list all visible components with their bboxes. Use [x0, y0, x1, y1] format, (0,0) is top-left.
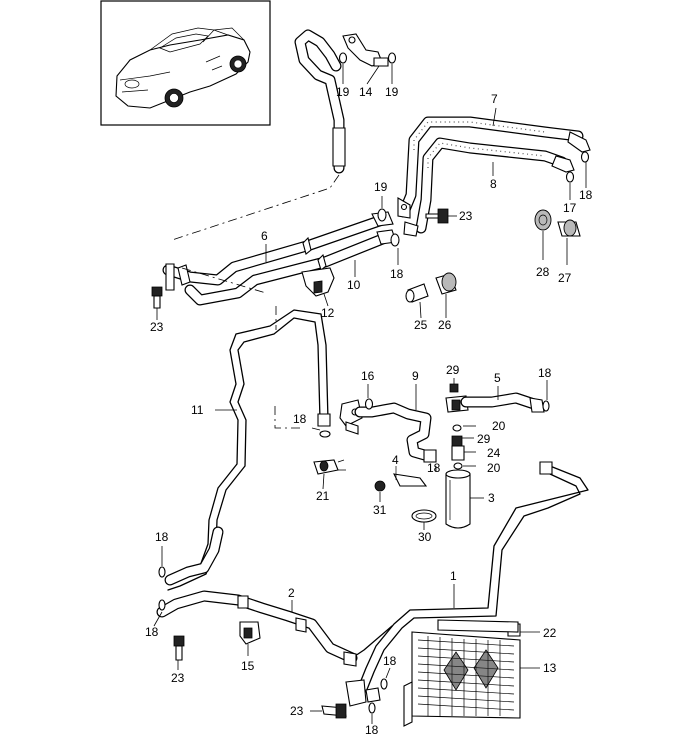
bracket-12 — [301, 267, 335, 307]
line-2 — [156, 590, 393, 667]
callout-19-b: 19 — [385, 85, 399, 99]
callout-10: 10 — [347, 278, 361, 292]
callout-16: 16 — [361, 369, 375, 383]
valve-parts-25-26 — [405, 272, 457, 319]
callout-5: 5 — [494, 371, 501, 385]
callout-29-b: 29 — [477, 432, 491, 446]
line-9 — [339, 384, 437, 472]
drier-bracket-4-30-31 — [374, 466, 437, 530]
callout-27: 27 — [558, 271, 572, 285]
callout-3: 3 — [488, 491, 495, 505]
callout-18-i: 18 — [365, 723, 379, 737]
callout-18-a: 18 — [579, 188, 593, 202]
vehicle-thumbnail — [100, 0, 271, 126]
callout-29-a: 29 — [446, 363, 460, 377]
line-11 — [164, 306, 331, 591]
valve-parts-27-28 — [534, 209, 581, 265]
line-5 — [445, 378, 550, 413]
callout-22: 22 — [543, 626, 557, 640]
callout-23-a: 23 — [459, 209, 473, 223]
callout-labels: 1 2 3 4 5 6 7 8 9 10 11 12 13 14 15 16 1… — [145, 85, 593, 737]
callout-30: 30 — [418, 530, 432, 544]
callout-21: 21 — [316, 489, 330, 503]
callout-26: 26 — [438, 318, 452, 332]
callout-20-a: 20 — [492, 419, 506, 433]
car-illustration — [115, 27, 251, 109]
callout-28: 28 — [536, 265, 550, 279]
callout-18-c: 18 — [538, 366, 552, 380]
callout-8: 8 — [490, 177, 497, 191]
callout-19-a: 19 — [336, 85, 350, 99]
callout-18-g: 18 — [145, 625, 159, 639]
callout-2: 2 — [288, 586, 295, 600]
callout-18-h: 18 — [383, 654, 397, 668]
callout-6: 6 — [261, 229, 268, 243]
callout-18-e: 18 — [427, 461, 441, 475]
bolt-23-left — [151, 286, 163, 320]
callout-13: 13 — [543, 661, 557, 675]
bolt-23-upper-right — [425, 208, 457, 224]
callout-18-b: 18 — [390, 267, 404, 281]
callout-23-d: 23 — [290, 704, 304, 718]
hose-6-and-10 — [162, 196, 419, 306]
callout-25: 25 — [414, 318, 428, 332]
callout-7: 7 — [491, 92, 498, 106]
callout-23-b: 23 — [150, 320, 164, 334]
hose-7-and-8 — [398, 107, 591, 234]
callout-11: 11 — [191, 403, 204, 417]
callout-19-c: 19 — [374, 180, 388, 194]
callout-15: 15 — [241, 659, 255, 673]
callout-18-f: 18 — [155, 530, 169, 544]
phantom-line-top — [171, 174, 340, 241]
callout-17: 17 — [563, 201, 577, 215]
callout-14: 14 — [359, 85, 373, 99]
callout-18-d: 18 — [293, 412, 307, 426]
callout-9: 9 — [412, 369, 419, 383]
receiver-drier-3 — [445, 424, 484, 529]
callout-12: 12 — [321, 306, 335, 320]
callout-1: 1 — [450, 569, 457, 583]
condenser-13 — [403, 619, 540, 727]
line-1 — [357, 461, 589, 693]
lower-fittings — [153, 546, 391, 724]
callout-23-c: 23 — [171, 671, 185, 685]
callout-20-b: 20 — [487, 461, 501, 475]
callout-24: 24 — [487, 446, 501, 460]
callout-4: 4 — [392, 453, 399, 467]
pressure-sensor-21 — [313, 459, 346, 490]
top-suction-hose-assembly — [294, 29, 397, 174]
callout-31: 31 — [373, 503, 387, 517]
